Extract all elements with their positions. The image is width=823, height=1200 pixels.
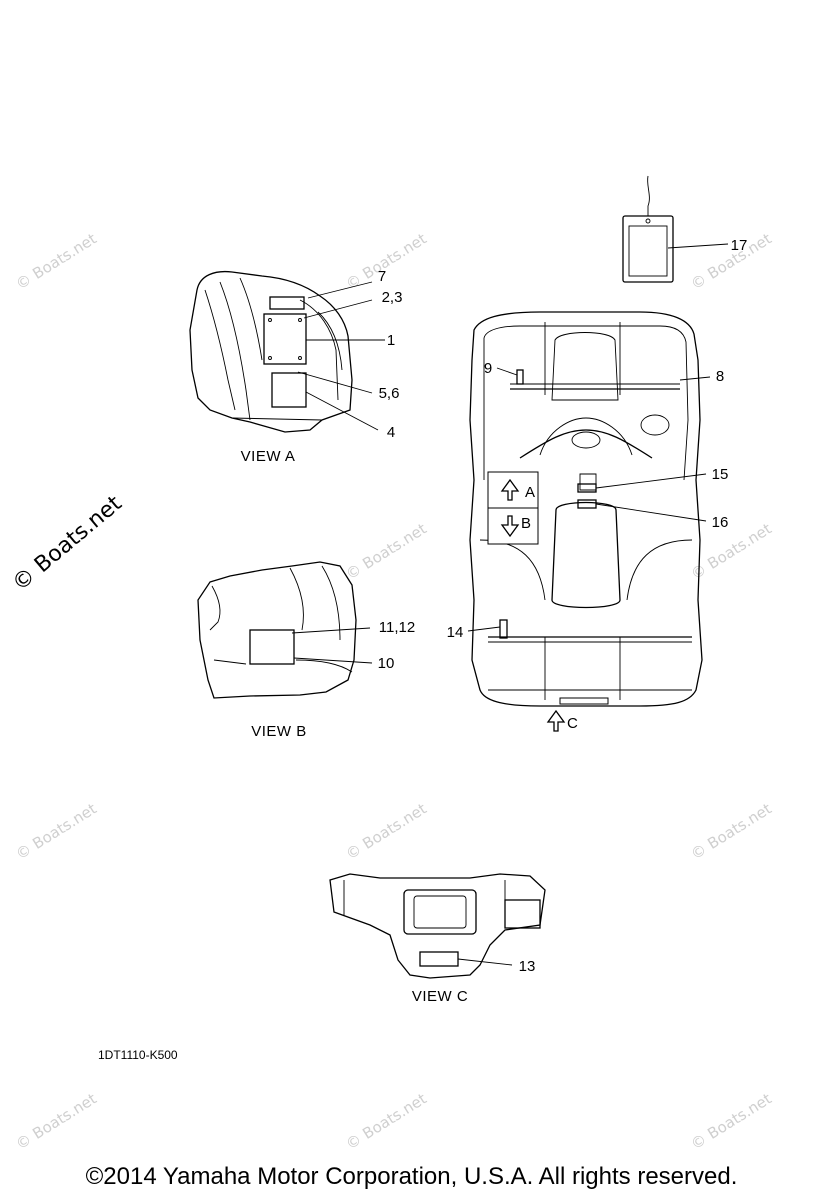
watermark: © Boats.net <box>343 1090 430 1154</box>
view-c-rear-panel <box>329 873 546 979</box>
copyright-notice: ©2014 Yamaha Motor Corporation, U.S.A. A… <box>85 1163 738 1190</box>
watermark: © Boats.net <box>13 1090 100 1154</box>
callout-11-12: 11,12 <box>379 619 415 636</box>
view-a-fender <box>189 270 385 433</box>
callout-8: 8 <box>716 368 724 385</box>
callout-7: 7 <box>378 268 386 285</box>
watermark: © Boats.net <box>343 800 430 864</box>
atv-top-view <box>467 311 711 707</box>
view-arrow-c-label: C <box>567 715 578 732</box>
callout-2-3: 2,3 <box>382 289 403 306</box>
view-arrow-a-label: A <box>525 484 535 501</box>
watermark: © Boats.net <box>343 230 430 294</box>
callout-15: 15 <box>712 466 729 483</box>
callout-9: 9 <box>484 360 492 377</box>
view-arrow-b-label: B <box>521 515 531 532</box>
callout-4: 4 <box>387 424 395 441</box>
callout-13: 13 <box>519 958 536 975</box>
callout-14: 14 <box>447 624 464 641</box>
callout-16: 16 <box>712 514 729 531</box>
watermark-large: © Boats.net <box>8 491 127 597</box>
watermark: © Boats.net <box>13 230 100 294</box>
part-code: 1DT1110-K500 <box>98 1048 178 1062</box>
view-arrow-b: B <box>500 515 531 538</box>
view-arrow-c: C <box>546 709 578 732</box>
view-a-label: VIEW A <box>241 448 296 465</box>
view-b-fender <box>197 561 373 699</box>
watermark: © Boats.net <box>688 800 775 864</box>
callout-1: 1 <box>387 332 395 349</box>
callout-17: 17 <box>731 237 748 254</box>
callout-5-6: 5,6 <box>379 385 400 402</box>
watermark: © Boats.net <box>688 1090 775 1154</box>
view-arrow-a: A <box>500 478 535 501</box>
view-b-label: VIEW B <box>251 723 307 740</box>
watermarks: © Boats.net © Boats.net © Boats.net © Bo… <box>8 230 775 1154</box>
watermark: © Boats.net <box>343 520 430 584</box>
watermark: © Boats.net <box>688 520 775 584</box>
hang-tag-17 <box>622 175 729 283</box>
callout-10: 10 <box>378 655 395 672</box>
view-c-label: VIEW C <box>412 988 468 1005</box>
watermark: © Boats.net <box>13 800 100 864</box>
